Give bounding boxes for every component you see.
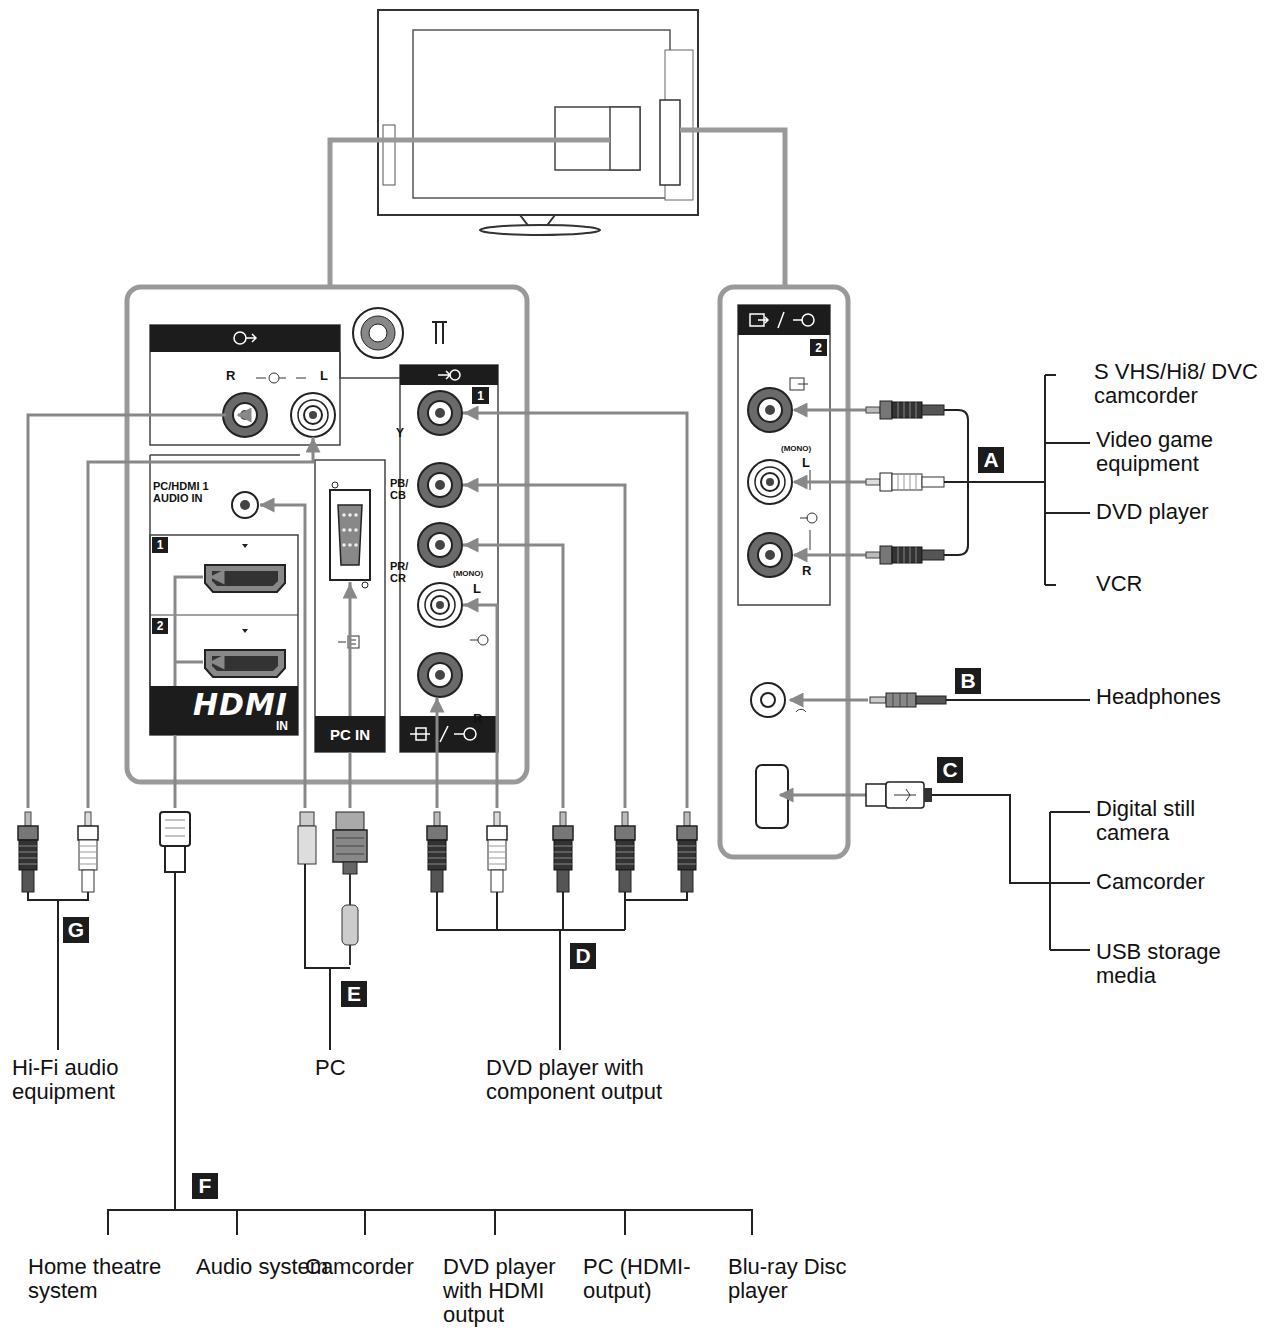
callout-box: E [341, 981, 367, 1007]
port-label: (MONO) [453, 570, 483, 579]
callout-text: A [983, 448, 998, 472]
port-label: L [802, 456, 810, 470]
callout-box: 1 [152, 537, 168, 553]
device-label: Video game equipment [1096, 428, 1231, 476]
callout-text: B [960, 669, 975, 693]
device-label: Home theatre system [28, 1255, 188, 1303]
port-band: HDMIIN [150, 686, 298, 735]
device-label: Camcorder [1096, 870, 1205, 894]
callout-box: 2 [810, 339, 827, 356]
device-label: DVD player with component output [486, 1056, 701, 1104]
port-label: R [802, 564, 811, 578]
callout-text: C [942, 758, 957, 782]
device-label: USB storage media [1096, 940, 1246, 988]
callout-box: B [955, 668, 981, 694]
port-label: PB/ CB [390, 478, 414, 502]
device-label: PC [315, 1056, 346, 1080]
port-label: R [226, 369, 235, 383]
callout-box: D [570, 943, 596, 969]
device-label: DVD player with HDMI output [443, 1255, 571, 1326]
callout-text: E [347, 982, 361, 1006]
callout-text: 2 [157, 619, 164, 633]
device-label: Camcorder [305, 1255, 414, 1279]
callout-text: HDMI [193, 690, 288, 720]
device-label: Headphones [1096, 685, 1221, 709]
device-label: Hi-Fi audio equipment [12, 1056, 147, 1104]
device-label: DVD player [1096, 500, 1208, 524]
device-label: PC (HDMI- output) [583, 1255, 711, 1303]
callout-box: G [63, 917, 89, 943]
callout-box: F [192, 1173, 218, 1199]
device-label: S VHS/Hi8/ DVC camcorder [1094, 360, 1274, 408]
device-label: Digital still camera [1096, 797, 1246, 845]
callout-text: D [575, 944, 590, 968]
port-label: PR/ CR [390, 561, 414, 585]
callout-text: IN [276, 720, 288, 732]
callout-box: A [978, 447, 1004, 473]
callout-text: PC IN [330, 726, 370, 743]
callout-text: 1 [477, 389, 484, 403]
port-label: L [473, 582, 481, 596]
callout-box: PC IN [315, 716, 385, 752]
callout-box: C [937, 757, 963, 783]
port-label: (MONO) [781, 445, 811, 454]
callout-text: G [68, 918, 84, 942]
port-label: L [320, 369, 328, 383]
callout-text: F [199, 1174, 212, 1198]
port-label: Y [396, 427, 404, 440]
callout-text: 1 [157, 538, 164, 552]
callout-text: 2 [815, 341, 822, 355]
device-label: Blu-ray Disc player [728, 1255, 883, 1303]
port-label: R [473, 712, 482, 726]
callout-box: 1 [472, 387, 489, 404]
callout-box: 2 [152, 618, 168, 634]
device-label: VCR [1096, 572, 1142, 596]
port-label: PC/HDMI 1 AUDIO IN [153, 481, 243, 505]
